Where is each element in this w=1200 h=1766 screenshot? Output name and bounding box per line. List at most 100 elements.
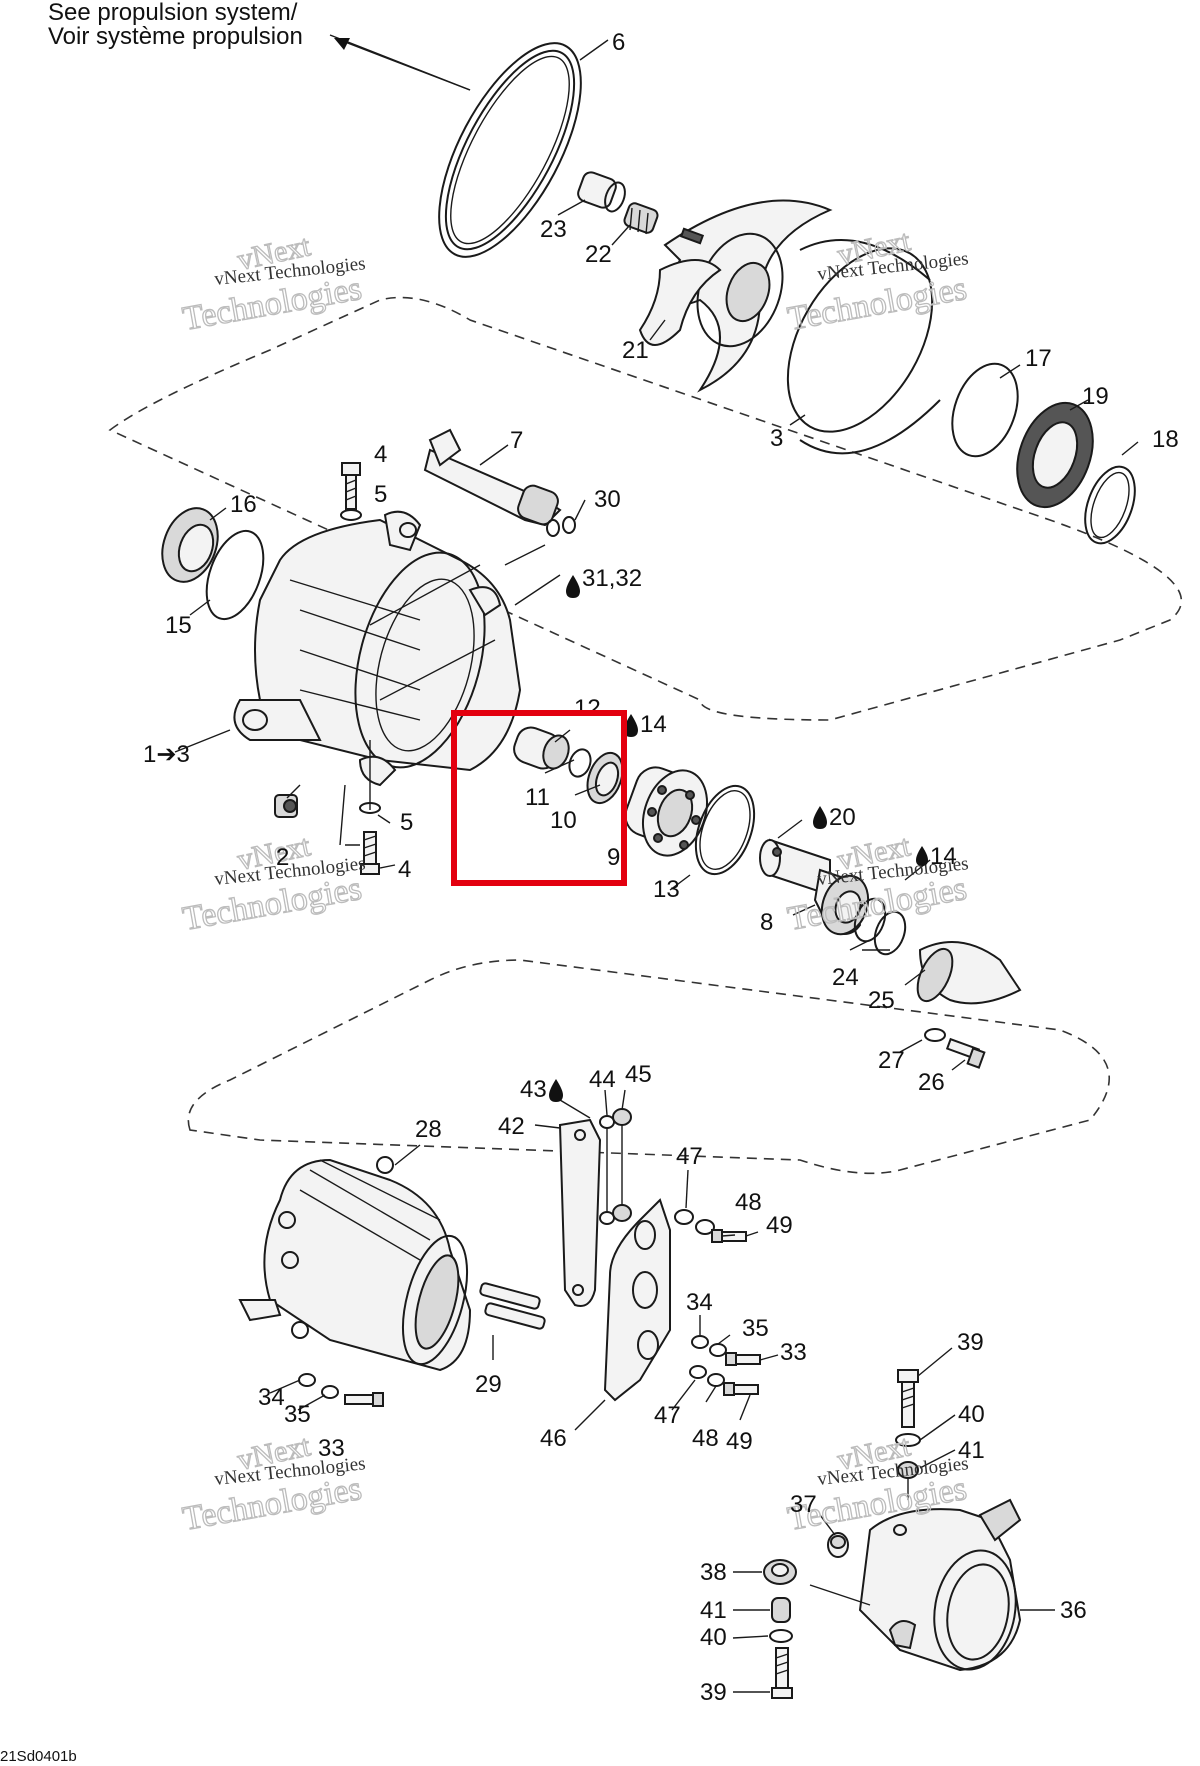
part-47-48-49-lower-fasteners [689, 1365, 759, 1396]
part-13-circlip [694, 784, 756, 876]
propulsion-note-line1: See propulsion system/ [48, 0, 298, 26]
label-44: 44 [589, 1066, 616, 1093]
label-33-left: 33 [318, 1435, 345, 1462]
label-41-bottom: 41 [700, 1597, 727, 1624]
group-outline-top [108, 296, 1182, 721]
label-13: 13 [653, 876, 680, 903]
label-40-top: 40 [958, 1401, 985, 1428]
part-27-washer [924, 1028, 946, 1042]
part-19-seal [1016, 401, 1094, 509]
part-15-o-ring [205, 529, 265, 621]
part-46-bracket [603, 1198, 671, 1402]
part-3-tube [786, 239, 941, 455]
part-26-bolt [945, 1037, 986, 1069]
part-4-bolt-bottom [339, 740, 380, 875]
label-10: 10 [550, 807, 577, 834]
label-4-bottom: 4 [398, 856, 411, 883]
label-19: 19 [1082, 383, 1109, 410]
part-29-pins [479, 1282, 546, 1360]
label-12: 12 [574, 695, 601, 722]
label-34-left: 34 [258, 1384, 285, 1411]
label-39-top: 39 [957, 1329, 984, 1356]
part-9-ball-bearing [624, 766, 708, 857]
arrow-head-icon [334, 38, 350, 50]
oil-drop-icon [549, 1079, 563, 1102]
label-49-bottom: 49 [726, 1428, 753, 1455]
part-42-plate [558, 1118, 602, 1307]
part-16-bearing-seal [161, 507, 219, 583]
label-14-top: 14 [640, 711, 667, 738]
label-16: 16 [230, 491, 257, 518]
label-49-top: 49 [766, 1212, 793, 1239]
oil-drop-icon [813, 806, 827, 829]
highlight-box [451, 710, 627, 886]
label-18: 18 [1152, 426, 1179, 453]
part-28-venturi-nozzle [238, 1156, 472, 1372]
label-46: 46 [540, 1425, 567, 1452]
label-26: 26 [918, 1069, 945, 1096]
label-5-bottom: 5 [400, 809, 413, 836]
oil-drop-icon [566, 575, 580, 598]
watermark-top-right: vNext vNext Technologies Technologies [784, 224, 970, 339]
part-37-nut [827, 1532, 849, 1558]
drawing-code: 21Sd0401b [0, 1748, 77, 1765]
label-22: 22 [585, 241, 612, 268]
part-36-steering-nozzle [809, 1498, 1022, 1672]
part-21-impeller [638, 199, 833, 393]
part-17-circlip [951, 362, 1019, 458]
part-39-40-41-top-stack [895, 1369, 921, 1500]
label-38: 38 [700, 1559, 727, 1586]
part-18-o-ring [1084, 465, 1136, 545]
oil-drop-icon [624, 714, 638, 737]
oil-drop-icon [916, 846, 928, 866]
part-10-washer [586, 751, 624, 805]
part-39-bolt [771, 1647, 793, 1699]
part-25-cone [916, 941, 1022, 1005]
label-37: 37 [790, 1491, 817, 1518]
label-41-top: 41 [958, 1437, 985, 1464]
label-6: 6 [612, 29, 625, 56]
part-7-bracket [423, 428, 562, 527]
propulsion-note-arrow [344, 41, 471, 91]
label-47-bottom: 47 [654, 1402, 681, 1429]
label-29: 29 [475, 1371, 502, 1398]
part-labels: 6 23 22 21 3 17 19 18 7 4 5 30 16 15 31,… [143, 29, 1179, 1706]
part-22-plug [623, 202, 659, 235]
part-24-o-rings [853, 897, 907, 956]
label-31-32: 31,32 [582, 565, 642, 592]
label-17: 17 [1025, 345, 1052, 372]
part-6-wear-ring [329, 34, 582, 258]
watermark-top-left: vNext vNext Technologies Technologies [179, 229, 366, 339]
part-30-o-rings [546, 516, 576, 537]
label-39-bottom: 39 [700, 1679, 727, 1706]
part-23-bushing [577, 171, 626, 213]
label-34-right: 34 [686, 1289, 713, 1316]
label-47-top: 47 [676, 1143, 703, 1170]
label-43: 43 [520, 1076, 547, 1103]
part-45-nut [606, 1108, 632, 1222]
part-12-spacer [513, 726, 570, 770]
label-7: 7 [510, 427, 523, 454]
label-1-to-3: 1➔3 [143, 741, 190, 768]
label-48-top: 48 [735, 1189, 762, 1216]
label-4-top: 4 [374, 441, 387, 468]
part-40-washer [769, 1629, 793, 1643]
label-14-bottom: 14 [930, 843, 957, 870]
svg-text:Technologies: Technologies [785, 270, 969, 338]
label-8: 8 [760, 909, 773, 936]
part-2-nut [274, 794, 298, 818]
label-3: 3 [770, 425, 783, 452]
label-9: 9 [607, 844, 620, 871]
part-1-housing [233, 510, 546, 787]
part-34-35-33-left-fasteners [298, 1373, 384, 1407]
part-41-spacer [771, 1597, 791, 1623]
label-40-bottom: 40 [700, 1624, 727, 1651]
label-45: 45 [625, 1061, 652, 1088]
label-21: 21 [622, 337, 649, 364]
label-48-bottom: 48 [692, 1425, 719, 1452]
part-11-o-ring [568, 748, 592, 778]
label-30: 30 [594, 486, 621, 513]
label-35-right: 35 [742, 1315, 769, 1342]
label-25: 25 [868, 987, 895, 1014]
